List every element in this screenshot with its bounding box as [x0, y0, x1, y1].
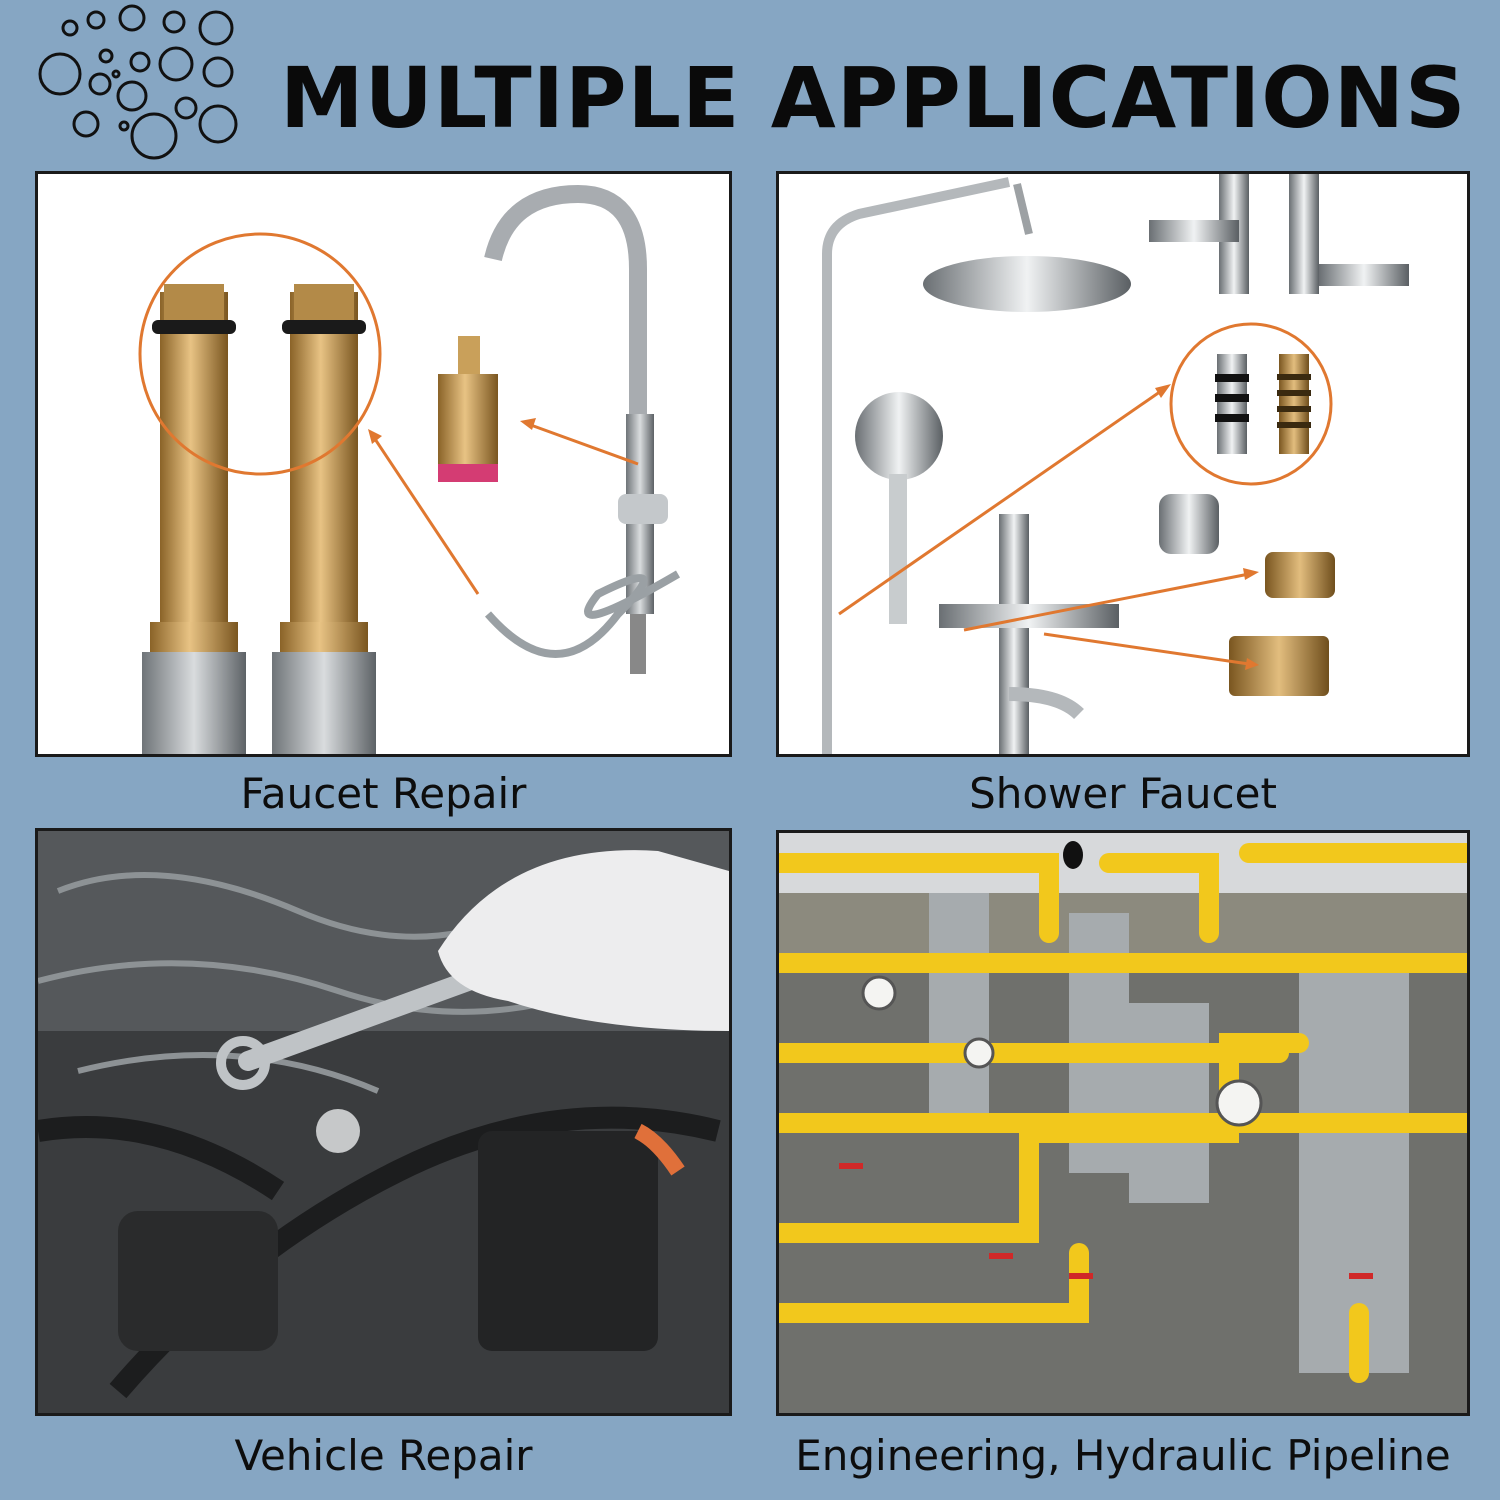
faucet-repair-image [35, 171, 732, 757]
page-title: MULTIPLE APPLICATIONS [280, 49, 1467, 147]
hydraulic-pipeline-image [776, 830, 1470, 1416]
shower-faucet-caption: Shower Faucet [969, 769, 1277, 818]
vehicle-repair-image [35, 828, 732, 1416]
o-rings-icon [38, 4, 238, 160]
vehicle-repair-caption: Vehicle Repair [234, 1431, 533, 1480]
hydraulic-pipeline-caption: Engineering, Hydraulic Pipeline [795, 1431, 1451, 1480]
faucet-repair-caption: Faucet Repair [240, 769, 527, 818]
shower-faucet-image [776, 171, 1470, 757]
